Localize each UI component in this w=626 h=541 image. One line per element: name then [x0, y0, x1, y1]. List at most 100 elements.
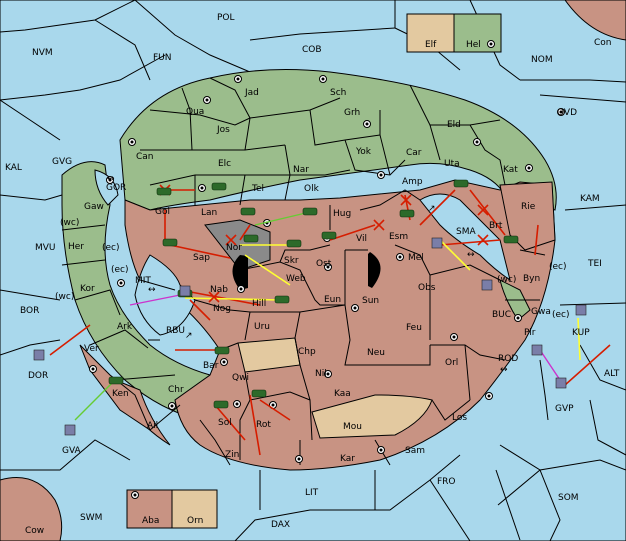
label-Cow: Cow	[25, 526, 44, 536]
label-Nor: Nor	[226, 243, 242, 253]
units	[33, 179, 587, 436]
order-arrow	[239, 224, 251, 241]
legend-elf-swatch	[406, 13, 455, 53]
label-Rot: Rot	[256, 420, 271, 430]
map-marker: ↔	[500, 365, 508, 375]
order-arrow	[179, 289, 261, 306]
label-Sun: Sun	[362, 296, 379, 306]
label-NOM: NOM	[531, 55, 553, 65]
label-Hug: Hug	[333, 209, 351, 219]
label-wc2: (wc)	[497, 275, 516, 285]
order-arrow	[419, 189, 456, 226]
label-SWM: SWM	[80, 513, 102, 523]
label-ROD: ROD	[498, 354, 518, 364]
supply-center-icon	[487, 394, 491, 398]
label-Skr: Skr	[284, 256, 299, 266]
army-unit-icon	[243, 234, 259, 243]
label-Chp: Chp	[298, 347, 316, 357]
label-NVM: NVM	[32, 48, 53, 58]
order-arrow	[577, 317, 581, 361]
map-marker: ↔	[467, 250, 475, 260]
army-unit-icon	[156, 187, 172, 196]
order-arrow	[249, 394, 261, 456]
legend: Elf Hel	[126, 13, 502, 529]
army-unit-icon	[302, 207, 318, 216]
army-unit-icon	[240, 207, 256, 216]
order-arrow	[129, 294, 181, 306]
fleet-unit-icon	[531, 344, 543, 356]
label-ALT: ALT	[604, 369, 620, 379]
region-Orn[interactable]	[171, 489, 218, 529]
label-Nab: Nab	[210, 285, 228, 295]
label-Her: Her	[68, 242, 84, 252]
fleet-unit-icon	[431, 237, 443, 249]
label-Orl: Orl	[445, 358, 458, 368]
label-Bar: Bar	[203, 361, 219, 371]
army-unit-icon	[453, 179, 469, 188]
supply-center-icon	[297, 457, 301, 461]
legend-hel-swatch	[453, 13, 502, 53]
supply-center-icon	[321, 77, 325, 81]
order-arrow	[439, 239, 501, 246]
region-Cow[interactable]	[0, 477, 63, 541]
label-Grh: Grh	[344, 108, 360, 118]
army-unit-icon	[503, 235, 519, 244]
army-unit-icon	[286, 239, 302, 248]
supply-center-icon	[119, 281, 123, 285]
label-OVD: OVD	[557, 108, 577, 118]
label-KAL: KAL	[5, 163, 22, 173]
label-COB: COB	[302, 45, 322, 55]
order-arrow	[259, 399, 291, 421]
fleet-unit-icon	[555, 377, 567, 389]
supply-center-icon	[271, 403, 275, 407]
label-POL: POL	[217, 13, 235, 23]
province-borders	[61, 77, 546, 466]
army-unit-icon	[274, 295, 290, 304]
label-Zin: Zin	[225, 450, 239, 460]
map-marker: ↔	[148, 285, 156, 295]
label-Con: Con	[594, 38, 612, 48]
label-Jad: Jad	[244, 88, 259, 98]
label-DAX: DAX	[271, 520, 290, 530]
order-arrow	[254, 211, 311, 226]
label-Gaw: Gaw	[84, 202, 104, 212]
label-Sap: Sap	[193, 253, 210, 263]
label-SOM: SOM	[558, 493, 579, 503]
label-Nog: Nog	[213, 304, 231, 314]
label-GVA: GVA	[62, 446, 82, 456]
army-unit-icon	[321, 231, 337, 240]
army-unit-icon	[399, 209, 415, 218]
order-arrow	[189, 299, 211, 321]
label-Elc: Elc	[218, 159, 231, 169]
label-BUC: BUC	[492, 310, 511, 320]
label-Vil: Vil	[356, 234, 367, 244]
label-Olk: Olk	[304, 184, 320, 194]
map-marker: ↗	[185, 331, 193, 341]
label-Qwi: Qwi	[232, 373, 249, 383]
order-arrow	[477, 204, 489, 216]
label-Jos: Jos	[216, 125, 230, 135]
label-SMA: SMA	[456, 227, 476, 237]
army-unit-icon	[251, 389, 267, 398]
order-arrow	[439, 239, 471, 271]
label-Nil: Nil	[315, 369, 327, 379]
label-Kar: Kar	[340, 454, 355, 464]
label-ec3: (ec)	[111, 265, 129, 275]
supply-center-icon	[365, 122, 369, 126]
label-Kaa: Kaa	[334, 389, 351, 399]
label-TEI: TEI	[587, 259, 602, 269]
label-Tel: Tel	[251, 184, 264, 194]
order-arrow	[74, 379, 116, 421]
label-MVU: MVU	[35, 243, 56, 253]
supply-center-icon	[133, 493, 137, 497]
army-unit-icon	[211, 182, 227, 191]
supply-center-icon	[200, 186, 204, 190]
order-arrow	[244, 254, 291, 286]
label-Eun: Eun	[324, 295, 341, 305]
fleet-unit-icon	[33, 349, 45, 361]
label-Eld: Eld	[447, 120, 461, 130]
label-MIT: MIT	[135, 276, 151, 286]
supply-center-icon	[452, 335, 456, 339]
